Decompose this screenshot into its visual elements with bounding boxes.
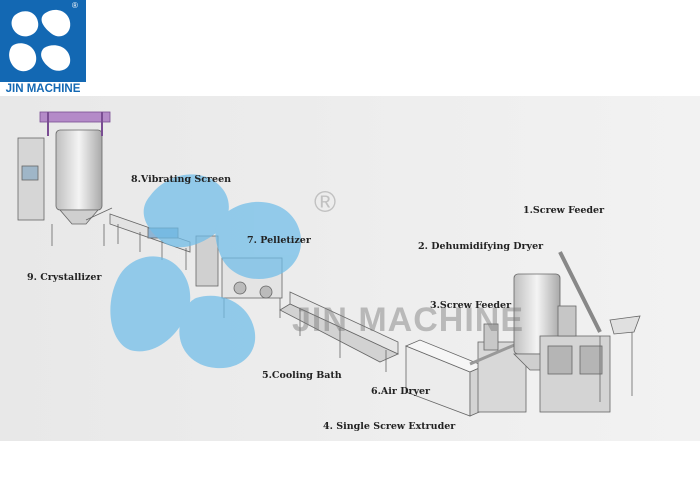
crystallizer-machine: [17, 111, 113, 246]
machinery-scene: [0, 96, 700, 441]
brand-name: JIN MACHINE: [5, 83, 81, 95]
brand-logo: ® JIN MACHINE: [0, 0, 86, 100]
label-dehumidifying-dryer: 2. Dehumidifying Dryer: [418, 241, 544, 252]
logo-mark: ®: [0, 0, 86, 82]
label-screw-feeder-3: 3.Screw Feeder: [430, 300, 512, 311]
dehumidifying-dryer-machine: [513, 251, 641, 413]
label-air-dryer: 6.Air Dryer: [371, 386, 431, 397]
logo-registered-mark: ®: [72, 1, 78, 10]
label-crystallizer: 9. Crystallizer: [27, 272, 102, 283]
single-screw-extruder-machine: [469, 323, 541, 413]
cooling-bath-machine: [279, 291, 399, 372]
watermark-text: JIN MACHINE: [292, 301, 525, 339]
label-pelletizer: 7. Pelletizer: [247, 235, 311, 246]
label-screw-feeder-1: 1.Screw Feeder: [523, 205, 605, 216]
label-single-screw-extruder: 4. Single Screw Extruder: [323, 421, 456, 432]
label-cooling-bath: 5.Cooling Bath: [262, 370, 342, 381]
logo-blob-icon: [9, 9, 71, 72]
watermark-registered-mark: ®: [314, 186, 337, 219]
label-vibrating-screen: 8.Vibrating Screen: [131, 174, 232, 185]
